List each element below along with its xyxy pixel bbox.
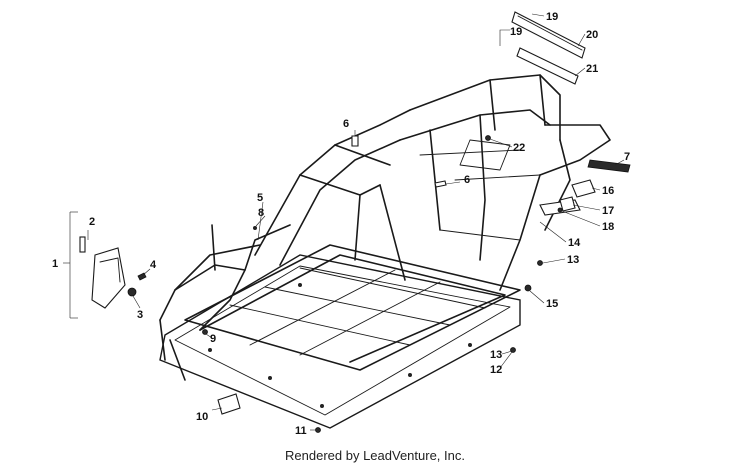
nut-13a [537, 260, 543, 266]
callout-1: 1 [52, 258, 58, 270]
callout-20: 20 [586, 29, 598, 41]
callout-13a: 13 [567, 254, 579, 266]
callout-6a: 6 [343, 118, 349, 130]
screw-4 [137, 272, 147, 281]
shift-cover [91, 247, 126, 309]
nut-13b [510, 347, 516, 353]
tape-7 [587, 159, 631, 173]
callout-14: 14 [568, 237, 581, 249]
callout-11: 11 [295, 425, 307, 437]
callout-5: 5 [257, 192, 263, 204]
mount-17 [559, 196, 576, 212]
clip-6b [434, 180, 447, 188]
callout-19a: 19 [546, 11, 558, 23]
leader-lines [63, 13, 625, 431]
callout-4: 4 [150, 259, 157, 271]
callout-22: 22 [513, 142, 525, 154]
callout-16: 16 [602, 185, 614, 197]
plug-22 [485, 135, 491, 141]
chassis-frame [159, 74, 611, 381]
tow-hook-10 [217, 393, 241, 415]
callout-13b: 13 [490, 349, 502, 361]
callout-12: 12 [490, 364, 502, 376]
nut-8 [253, 226, 257, 230]
callout-9: 9 [210, 333, 216, 345]
callout-2: 2 [89, 216, 95, 228]
bracket-2 [79, 236, 86, 253]
callout-17: 17 [602, 205, 614, 217]
callout-21: 21 [586, 63, 598, 75]
screw-3 [127, 287, 137, 297]
bolt-15 [524, 284, 532, 292]
callout-15: 15 [546, 298, 558, 310]
footer-credit: Rendered by LeadVenture, Inc. [285, 448, 465, 463]
callout-6b: 6 [464, 174, 470, 186]
clip-6a [351, 135, 359, 147]
callout-8: 8 [258, 207, 264, 219]
bolt-11 [315, 427, 321, 433]
callout-18: 18 [602, 221, 614, 233]
callout-3: 3 [137, 309, 143, 321]
bolt-18 [557, 207, 563, 213]
callout-19b: 19 [510, 26, 522, 38]
mount-16 [571, 179, 596, 198]
callout-7: 7 [624, 151, 630, 163]
skid-plate [159, 254, 521, 429]
rail-19-20 [511, 11, 586, 59]
bolt-9 [202, 329, 208, 335]
callout-10: 10 [196, 411, 208, 423]
rail-21 [516, 47, 579, 85]
